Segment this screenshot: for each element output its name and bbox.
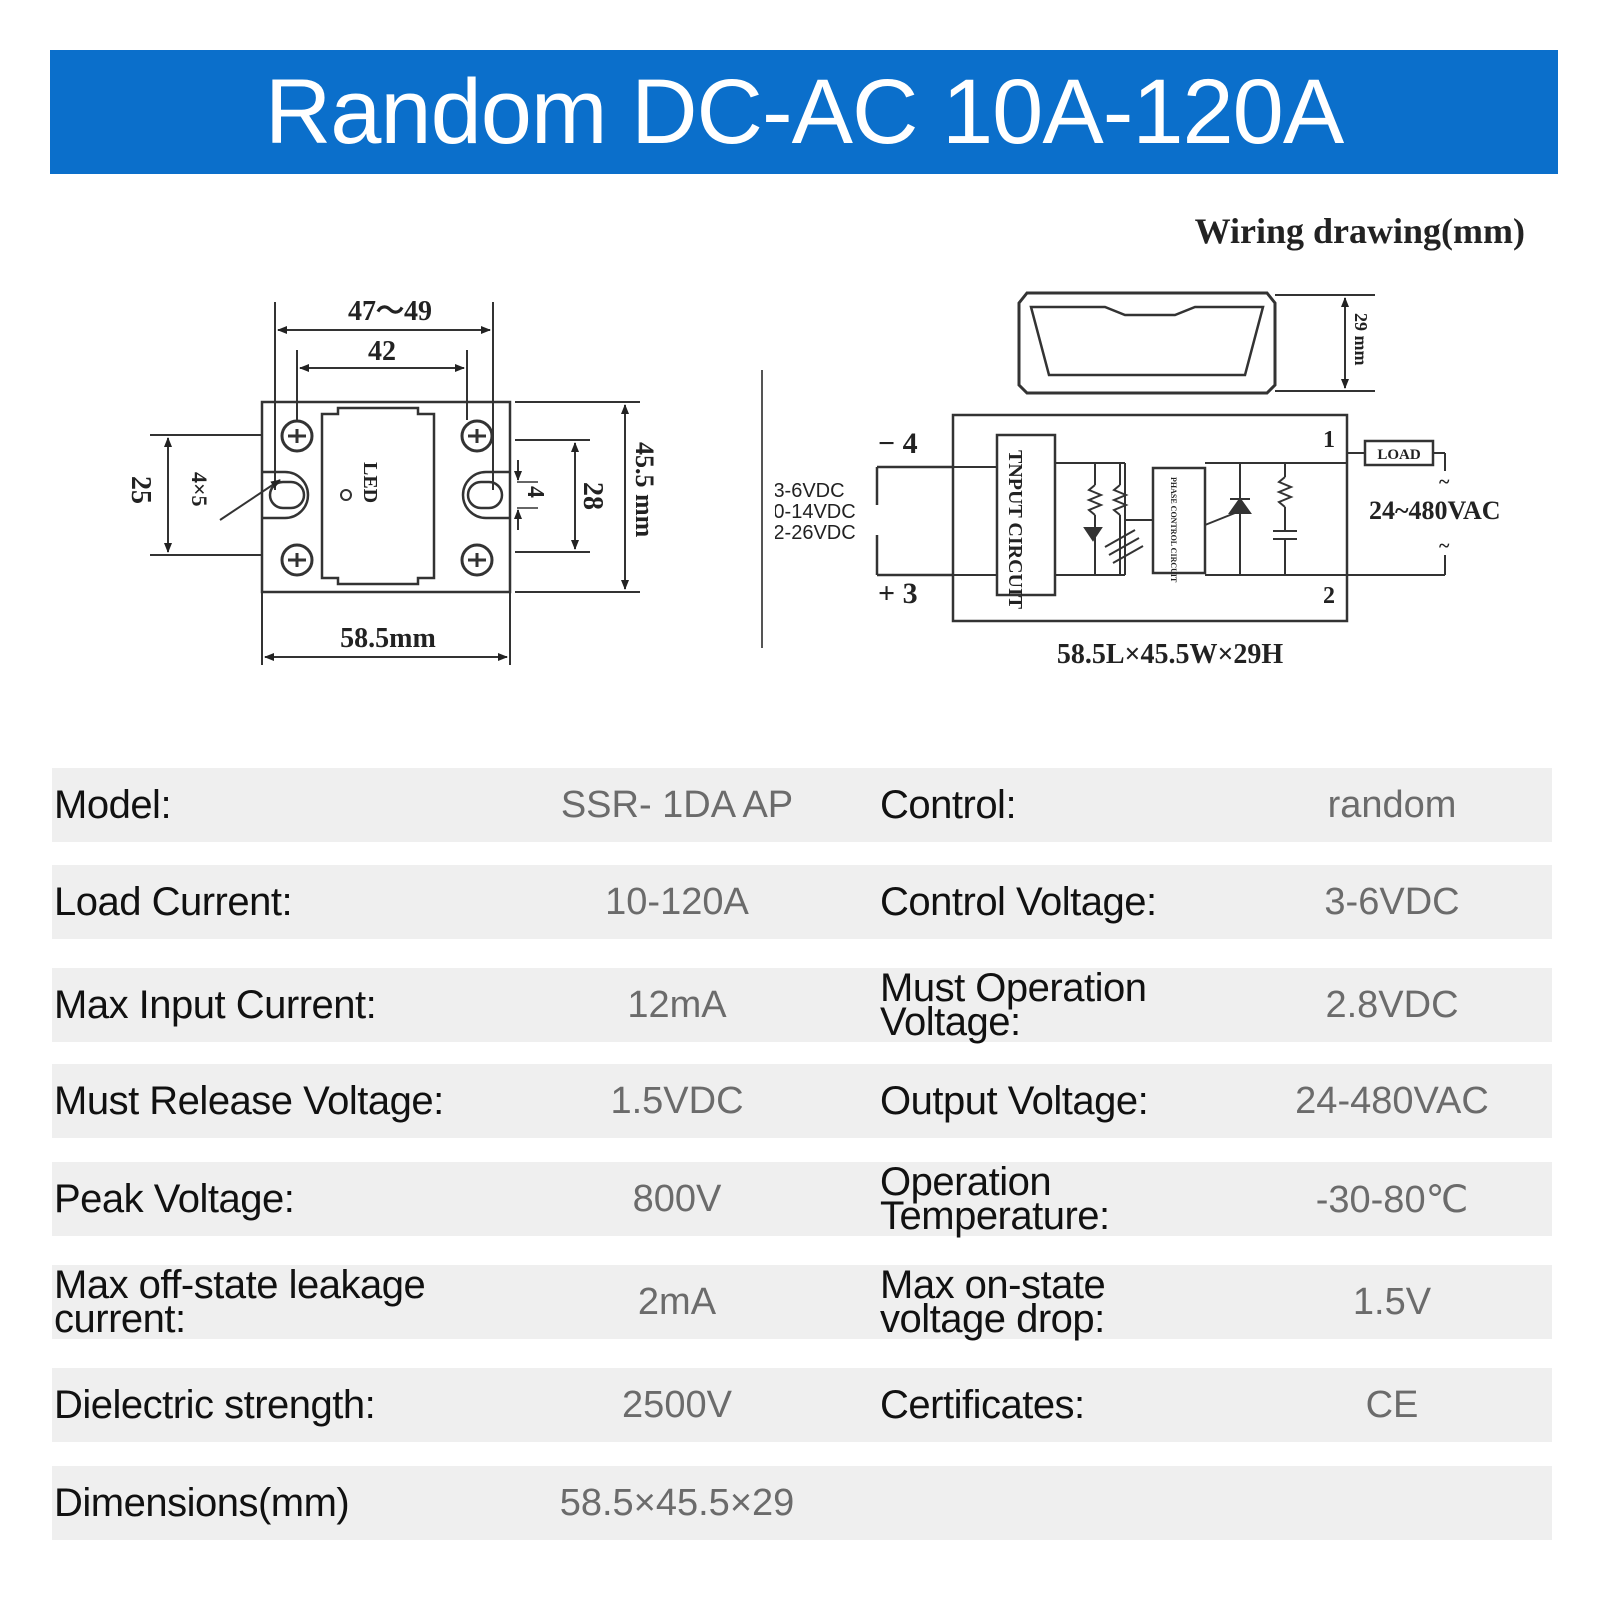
spec-value: 24-480VAC [1295, 1079, 1489, 1122]
led-label: LED [359, 462, 381, 503]
thyristor-icon [1204, 462, 1315, 576]
spec-value: 58.5×45.5×29 [559, 1481, 795, 1524]
input-voltage-2: 10-14VDC [775, 501, 856, 523]
wiring-caption: Wiring drawing(mm) [1194, 211, 1525, 251]
spec-value: 3-6VDC [1324, 880, 1460, 923]
spec-row: Max Input Current: 12mA Must Operation V… [52, 968, 1552, 1042]
spec-value: 2500V [622, 1383, 732, 1426]
diagram-divider [761, 370, 763, 648]
spec-label: Must Release Voltage: [54, 1078, 444, 1123]
right-slot [461, 470, 510, 520]
side-dim-height: 29 mm [1351, 313, 1371, 366]
input-voltage-3: 22-26VDC [775, 522, 856, 544]
spec-label: Control: [880, 782, 1017, 827]
dim-height: 45.5 mm [630, 442, 659, 538]
dim-top-inner: 42 [368, 336, 396, 367]
relay-body [260, 400, 512, 594]
input-circuit-box [995, 433, 1057, 597]
spec-row: Dimensions(mm) 58.5×45.5×29 [52, 1466, 1552, 1540]
spec-value: 1.5V [1352, 1280, 1432, 1323]
ac-symbol-top: ~ [1439, 471, 1450, 493]
spec-value: 2mA [637, 1280, 717, 1323]
neg-terminal: − 4 [878, 427, 918, 460]
spec-value: 1.5VDC [610, 1079, 744, 1122]
spec-label: Model: [54, 782, 172, 827]
dim-top-outer: 47～49 [348, 296, 432, 327]
spec-value: 12mA [627, 983, 727, 1026]
phase-control-label: PHASE CONTROL CIRCUIT [1169, 477, 1178, 583]
spec-row: Dielectric strength: 2500V Certificates:… [52, 1368, 1552, 1442]
left-slot [262, 470, 310, 520]
banner-title: Random DC-AC 10A-120A [264, 60, 1344, 163]
side-view [1017, 291, 1277, 395]
spec-value: random [1327, 783, 1457, 826]
spec-label: Certificates: [880, 1382, 1085, 1427]
spec-value: 800V [632, 1177, 722, 1220]
spec-label: Output Voltage: [880, 1078, 1149, 1123]
spec-value: 10-120A [605, 880, 749, 923]
spec-value: 2.8VDC [1325, 983, 1459, 1026]
screw-icon [280, 419, 494, 577]
dim-slot: 4×5 [187, 472, 212, 507]
led-icon [340, 489, 352, 501]
spec-row: Peak Voltage: 800V Operation Temperature… [52, 1162, 1552, 1236]
spec-label: Dielectric strength: [54, 1382, 376, 1427]
spec-value: SSR- 1DA AP [560, 783, 794, 826]
dim-slot-width: 4 [522, 486, 548, 498]
spec-value: CE [1365, 1383, 1419, 1426]
output-voltage: 24~480VAC [1369, 496, 1501, 525]
spec-value: -30-80℃ [1315, 1178, 1469, 1221]
load-label: LOAD [1377, 447, 1421, 463]
spec-row: Must Release Voltage: 1.5VDC Output Volt… [52, 1064, 1552, 1138]
spec-label: Load Current: [54, 879, 293, 924]
title-banner: Random DC-AC 10A-120A [50, 50, 1558, 174]
spec-row: Model: SSR- 1DA AP Control: random [52, 768, 1552, 842]
dim-length: 58.5mm [340, 623, 436, 654]
ac-symbol-bottom: ~ [1439, 535, 1450, 557]
spec-label: Max on-state voltage drop: [880, 1262, 1106, 1341]
spec-label: Max off-state leakage current: [54, 1262, 426, 1341]
spec-label: Dimensions(mm) [54, 1480, 350, 1525]
spec-label: Peak Voltage: [54, 1176, 295, 1221]
relay-box [951, 413, 1349, 623]
spec-row: Load Current: 10-120A Control Voltage: 3… [52, 865, 1552, 939]
dim-left: 25 [125, 476, 156, 504]
pos-terminal: + 3 [878, 577, 918, 610]
center-cover [320, 406, 436, 586]
spec-label: Max Input Current: [54, 982, 377, 1027]
dim-inner-height: 28 [577, 482, 608, 510]
spec-row: Max off-state leakage current: 2mA Max o… [52, 1265, 1552, 1339]
spec-label: Operation Temperature: [880, 1159, 1110, 1238]
size-caption: 58.5L×45.5W×29H [1057, 639, 1284, 670]
phase-control-box [1151, 466, 1207, 575]
spec-label: Must Operation Voltage: [880, 965, 1147, 1044]
input-circuit-label: TNPUT CIRCUIT [1004, 450, 1026, 610]
top-view-diagram: LED 47～49 42 25 4×5 4 28 45.5 mm 58.5mm [125, 296, 659, 665]
spec-label: Control Voltage: [880, 879, 1157, 924]
terminal-2: 2 [1323, 583, 1335, 609]
terminal-1: 1 [1323, 427, 1335, 453]
input-voltage-1: 3-6VDC [775, 480, 845, 502]
wiring-diagram: 29 mm − 4 + 3 3-6VDC 10-14VDC 22-26VDC T… [775, 291, 1501, 670]
